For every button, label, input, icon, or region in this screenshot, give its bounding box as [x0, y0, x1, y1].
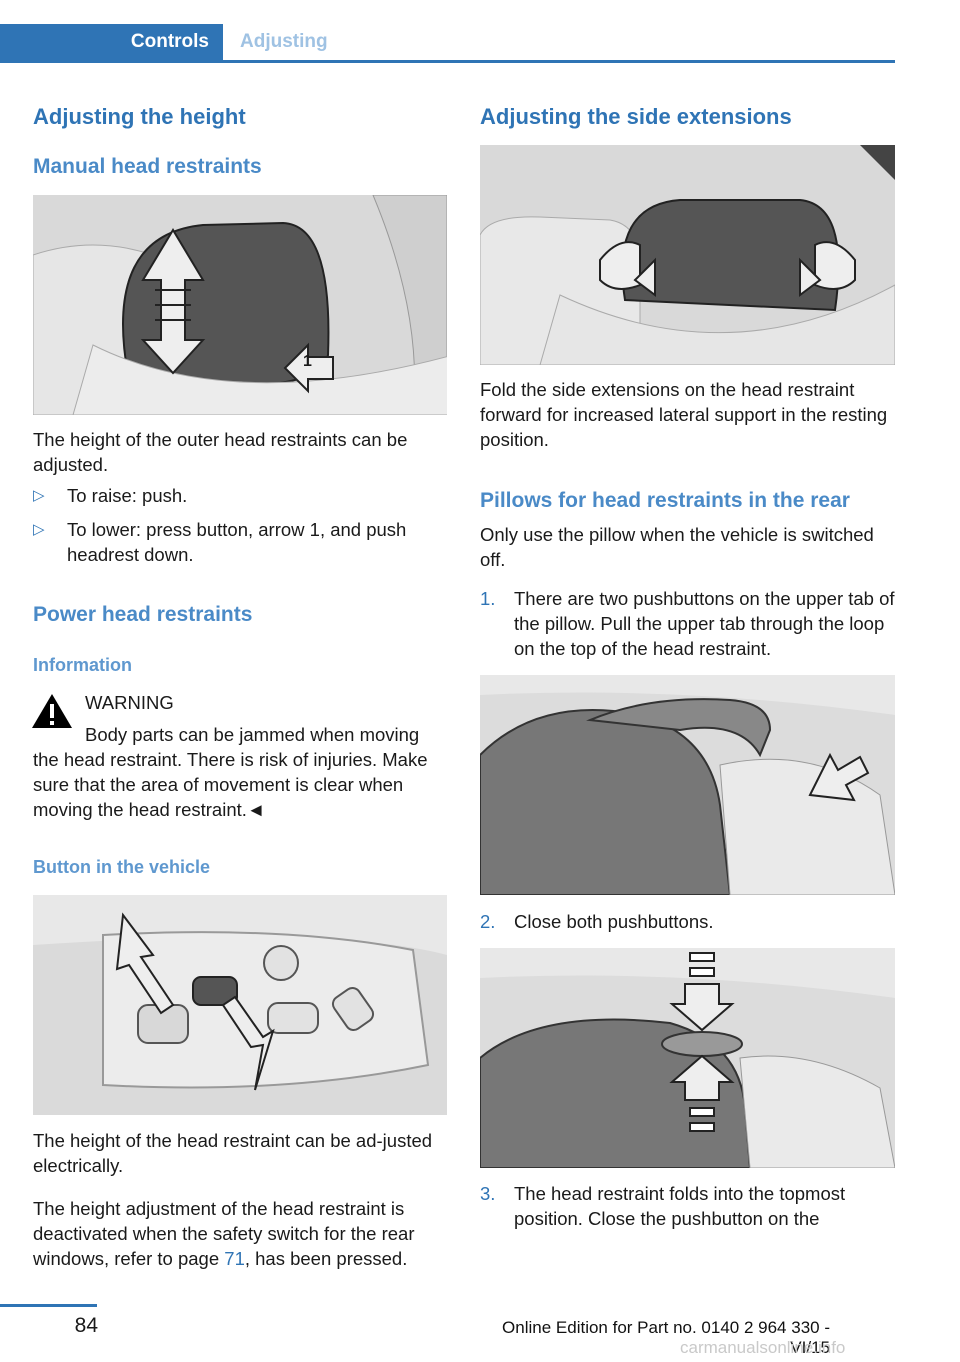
list-item: 2. Close both pushbuttons.: [480, 909, 895, 934]
paragraph-deactivation-text-b: , has been pressed.: [244, 1248, 408, 1269]
paragraph-fold-side-extensions: Fold the side extensions on the head res…: [480, 379, 888, 450]
footer-rule: [0, 1304, 97, 1307]
edition-note: Online Edition for Part no. 0140 2 964 3…: [502, 1318, 830, 1357]
list-item: ▷ To raise: push.: [33, 483, 447, 508]
list-item-text: To raise: push.: [67, 485, 188, 506]
list-item: 3. The head restraint folds into the top…: [480, 1181, 895, 1231]
watermark: carmanualsonline.info: [680, 1338, 846, 1357]
page-header: Controls Adjusting: [0, 24, 895, 63]
step-number: 3.: [480, 1183, 496, 1204]
figure-seat-button: [33, 895, 447, 1115]
figure-pillow-tab: [480, 675, 895, 895]
step-number: 1.: [480, 588, 496, 609]
paragraph-electric-adjustment: The height of the head restraint can be …: [33, 1130, 433, 1176]
heading-adjusting-height: Adjusting the height: [33, 104, 246, 129]
heading-side-extensions: Adjusting the side extensions: [480, 104, 792, 129]
step-text: There are two pushbuttons on the upper t…: [514, 588, 895, 659]
step-text: The head restraint folds into the topmos…: [514, 1183, 846, 1229]
figure-callout-1: 1: [303, 353, 312, 370]
paragraph-deactivation: The height adjustment of the head restra…: [33, 1196, 447, 1271]
page-number: 84: [74, 1314, 98, 1337]
heading-power-head-restraints: Power head restraints: [33, 603, 253, 626]
heading-information: Information: [33, 655, 132, 675]
figure-close-pushbuttons: [480, 948, 895, 1168]
triangle-right-icon: ▷: [33, 487, 45, 504]
paragraph-only-use-pillow: Only use the pillow when the vehicle is …: [480, 524, 874, 570]
heading-pillows: Pillows for head restraints in the rear: [480, 489, 850, 512]
list-item-text: To lower: press button, arrow 1, and pus…: [67, 519, 407, 565]
paragraph-outer-head-restraints: The height of the outer head restraints …: [33, 429, 408, 475]
warning-triangle-icon: [31, 693, 73, 729]
step-text: Close both pushbuttons.: [514, 911, 714, 932]
triangle-right-icon: ▷: [33, 521, 45, 538]
warning-title: WARNING: [85, 692, 174, 713]
header-rule: [0, 60, 895, 63]
tab-controls[interactable]: Controls: [0, 24, 223, 60]
heading-manual-head-restraints: Manual head restraints: [33, 155, 262, 178]
page-link[interactable]: 71: [224, 1248, 245, 1269]
paragraph-deactivation-text-a: The height adjustment of the head restra…: [33, 1198, 415, 1269]
warning-text: Body parts can be jammed when moving the…: [33, 724, 428, 820]
figure-manual-head-restraint: 1: [33, 195, 447, 415]
step-number: 2.: [480, 911, 496, 932]
heading-button-in-vehicle: Button in the vehicle: [33, 857, 211, 877]
list-item: 1. There are two pushbuttons on the uppe…: [480, 586, 895, 661]
tab-adjusting[interactable]: Adjusting: [240, 31, 328, 52]
list-item: ▷ To lower: press button, arrow 1, and p…: [33, 517, 447, 567]
figure-side-extensions: [480, 145, 895, 365]
